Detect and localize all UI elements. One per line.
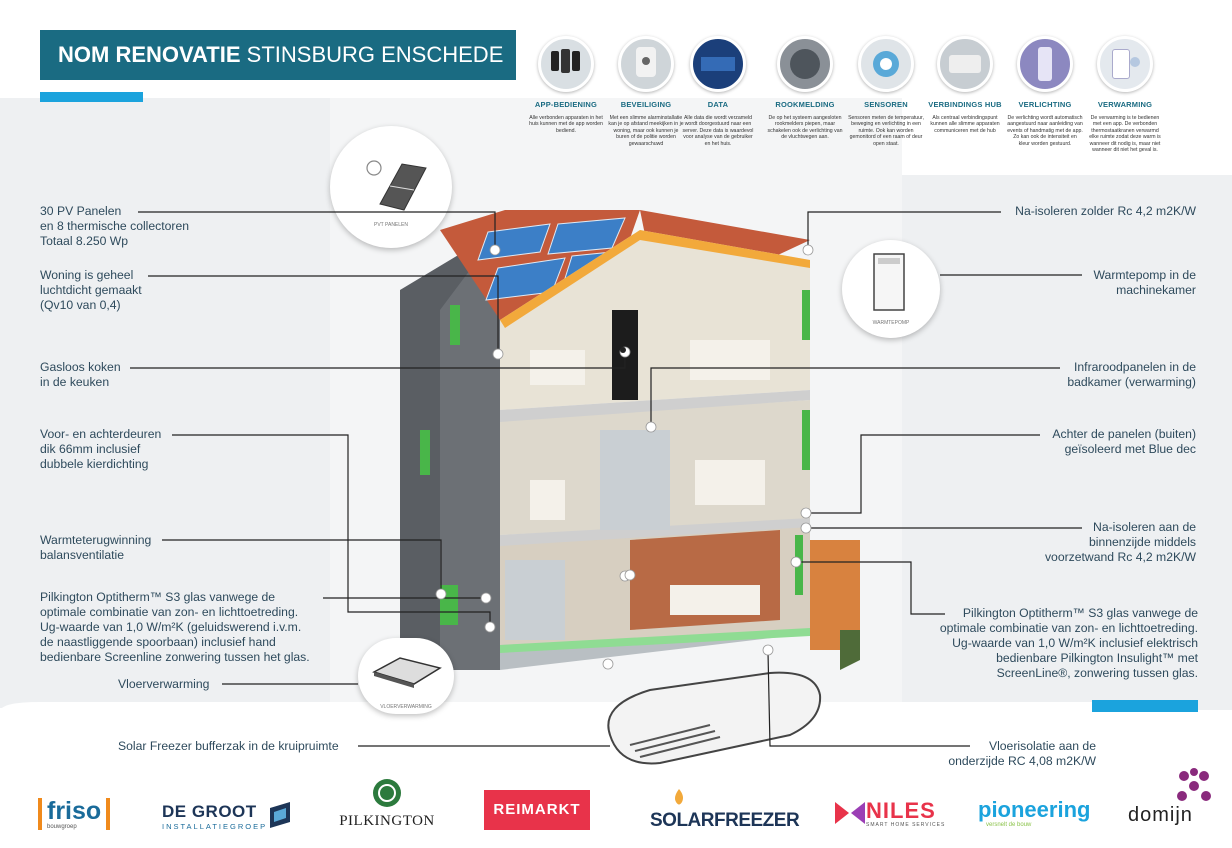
security-sensor-icon	[618, 36, 674, 92]
accent-bar-left	[40, 92, 143, 102]
smartphone-app-icon	[538, 36, 594, 92]
niles-emblem-icon	[835, 802, 865, 824]
label-luchtdicht: Woning is geheel luchtdicht gemaakt (Qv1…	[40, 268, 142, 312]
title-bold: NOM RENOVATIE	[58, 42, 241, 67]
background-panel-right	[902, 175, 1232, 710]
logo-pioneering: pioneering versnelt de bouw	[978, 797, 1091, 829]
lighting-icon	[1017, 36, 1073, 92]
label-blue-dec: Achter de panelen (buiten) geïsoleerd me…	[1052, 427, 1196, 456]
label-pilkington-glas-right: Pilkington Optitherm™ S3 glas vanwege de…	[939, 606, 1198, 680]
page-title: NOM RENOVATIE STINSBURG ENSCHEDE	[40, 30, 516, 80]
pilkington-emblem-icon	[373, 779, 401, 807]
feature-data: DATA Alle data die wordt verzameld wordt…	[680, 36, 756, 147]
label-solar-freezer: Solar Freezer bufferzak in de kruipruimt…	[118, 739, 339, 753]
label-voorzetwand: Na-isoleren aan de binnenzijde middels v…	[1044, 520, 1196, 564]
data-server-icon	[690, 36, 746, 92]
label-warmtepomp: Warmtepomp in de machinekamer	[1093, 268, 1196, 297]
callout-dots	[435, 244, 814, 670]
smoke-detector-icon	[777, 36, 833, 92]
feature-beveiliging: BEVEILIGING Met een slimme alarminstalla…	[608, 36, 684, 147]
label-pv-panelen: 30 PV Panelen en 8 thermische collectore…	[40, 204, 190, 248]
label-deuren: Voor- en achterdeuren dik 66mm inclusief…	[40, 427, 162, 471]
feature-verlichting: VERLICHTING De verlichting wordt automat…	[1007, 36, 1083, 147]
feature-sensoren: SENSOREN Sensoren meten de temperatuur, …	[848, 36, 924, 147]
label-vloerverwarming: Vloerverwarming	[118, 677, 210, 691]
logo-pilkington: PILKINGTON	[338, 778, 436, 830]
logo-reimarkt: REIMARKT	[484, 790, 590, 830]
logo-de-groot: DE GROOT INSTALLATIEGROEP	[162, 802, 268, 831]
label-pilkington-glas-left: Pilkington Optitherm™ S3 glas vanwege de…	[40, 590, 310, 664]
bubble-warmtepomp: WARMTEPOMP	[842, 240, 940, 338]
logo-friso: friso bouwgroep	[38, 798, 111, 830]
label-infraroodpanelen: Infraroodpanelen in de badkamer (verwarm…	[1067, 360, 1196, 389]
background-panel-left	[0, 98, 330, 708]
label-warmteterugwinning: Warmteterugwinning balansventilatie	[40, 533, 152, 562]
solarfreezer-flame-icon	[675, 789, 683, 805]
feature-verwarming: VERWARMING De verwarming is te bedienen …	[1087, 36, 1163, 153]
accent-bar-right	[1092, 700, 1198, 712]
heat-pump-icon	[873, 253, 905, 311]
label-zolder-isolatie: Na-isoleren zolder Rc 4,2 m2K/W	[1015, 204, 1196, 218]
bubble-pvt-panelen: PVT PANELEN	[330, 126, 452, 248]
domijn-flower-icon	[1177, 768, 1211, 801]
logo-solarfreezer: SOLARFREEZER	[650, 810, 800, 831]
title-rest: STINSBURG ENSCHEDE	[246, 42, 504, 67]
feature-app-bediening: APP-BEDIENING Alle verbonden apparaten i…	[528, 36, 604, 134]
bottom-curve	[0, 702, 1232, 848]
hub-icon	[937, 36, 993, 92]
label-gasloos-koken: Gasloos koken in de keuken	[40, 360, 121, 389]
logo-niles: NILES SMART HOME SERVICES	[866, 798, 946, 829]
solar-freezer-buffer-illustration	[607, 671, 822, 765]
feature-rookmelding: ROOKMELDING De op het systeem aangeslote…	[767, 36, 843, 141]
heating-thermostat-icon	[1097, 36, 1153, 92]
de-groot-emblem-icon	[270, 802, 290, 828]
sensor-icon	[858, 36, 914, 92]
feature-verbindings-hub: VERBINDINGS HUB Als centraal verbindings…	[927, 36, 1003, 134]
pvt-panel-icon	[366, 160, 427, 211]
bubble-vloerverwarming: VLOERVERWARMING	[358, 638, 454, 714]
floor-heating-icon	[372, 657, 442, 688]
label-vloerisolatie: Vloerisolatie aan de onderzijde RC 4,08 …	[948, 739, 1096, 768]
logo-domijn: domijn	[1128, 804, 1193, 826]
